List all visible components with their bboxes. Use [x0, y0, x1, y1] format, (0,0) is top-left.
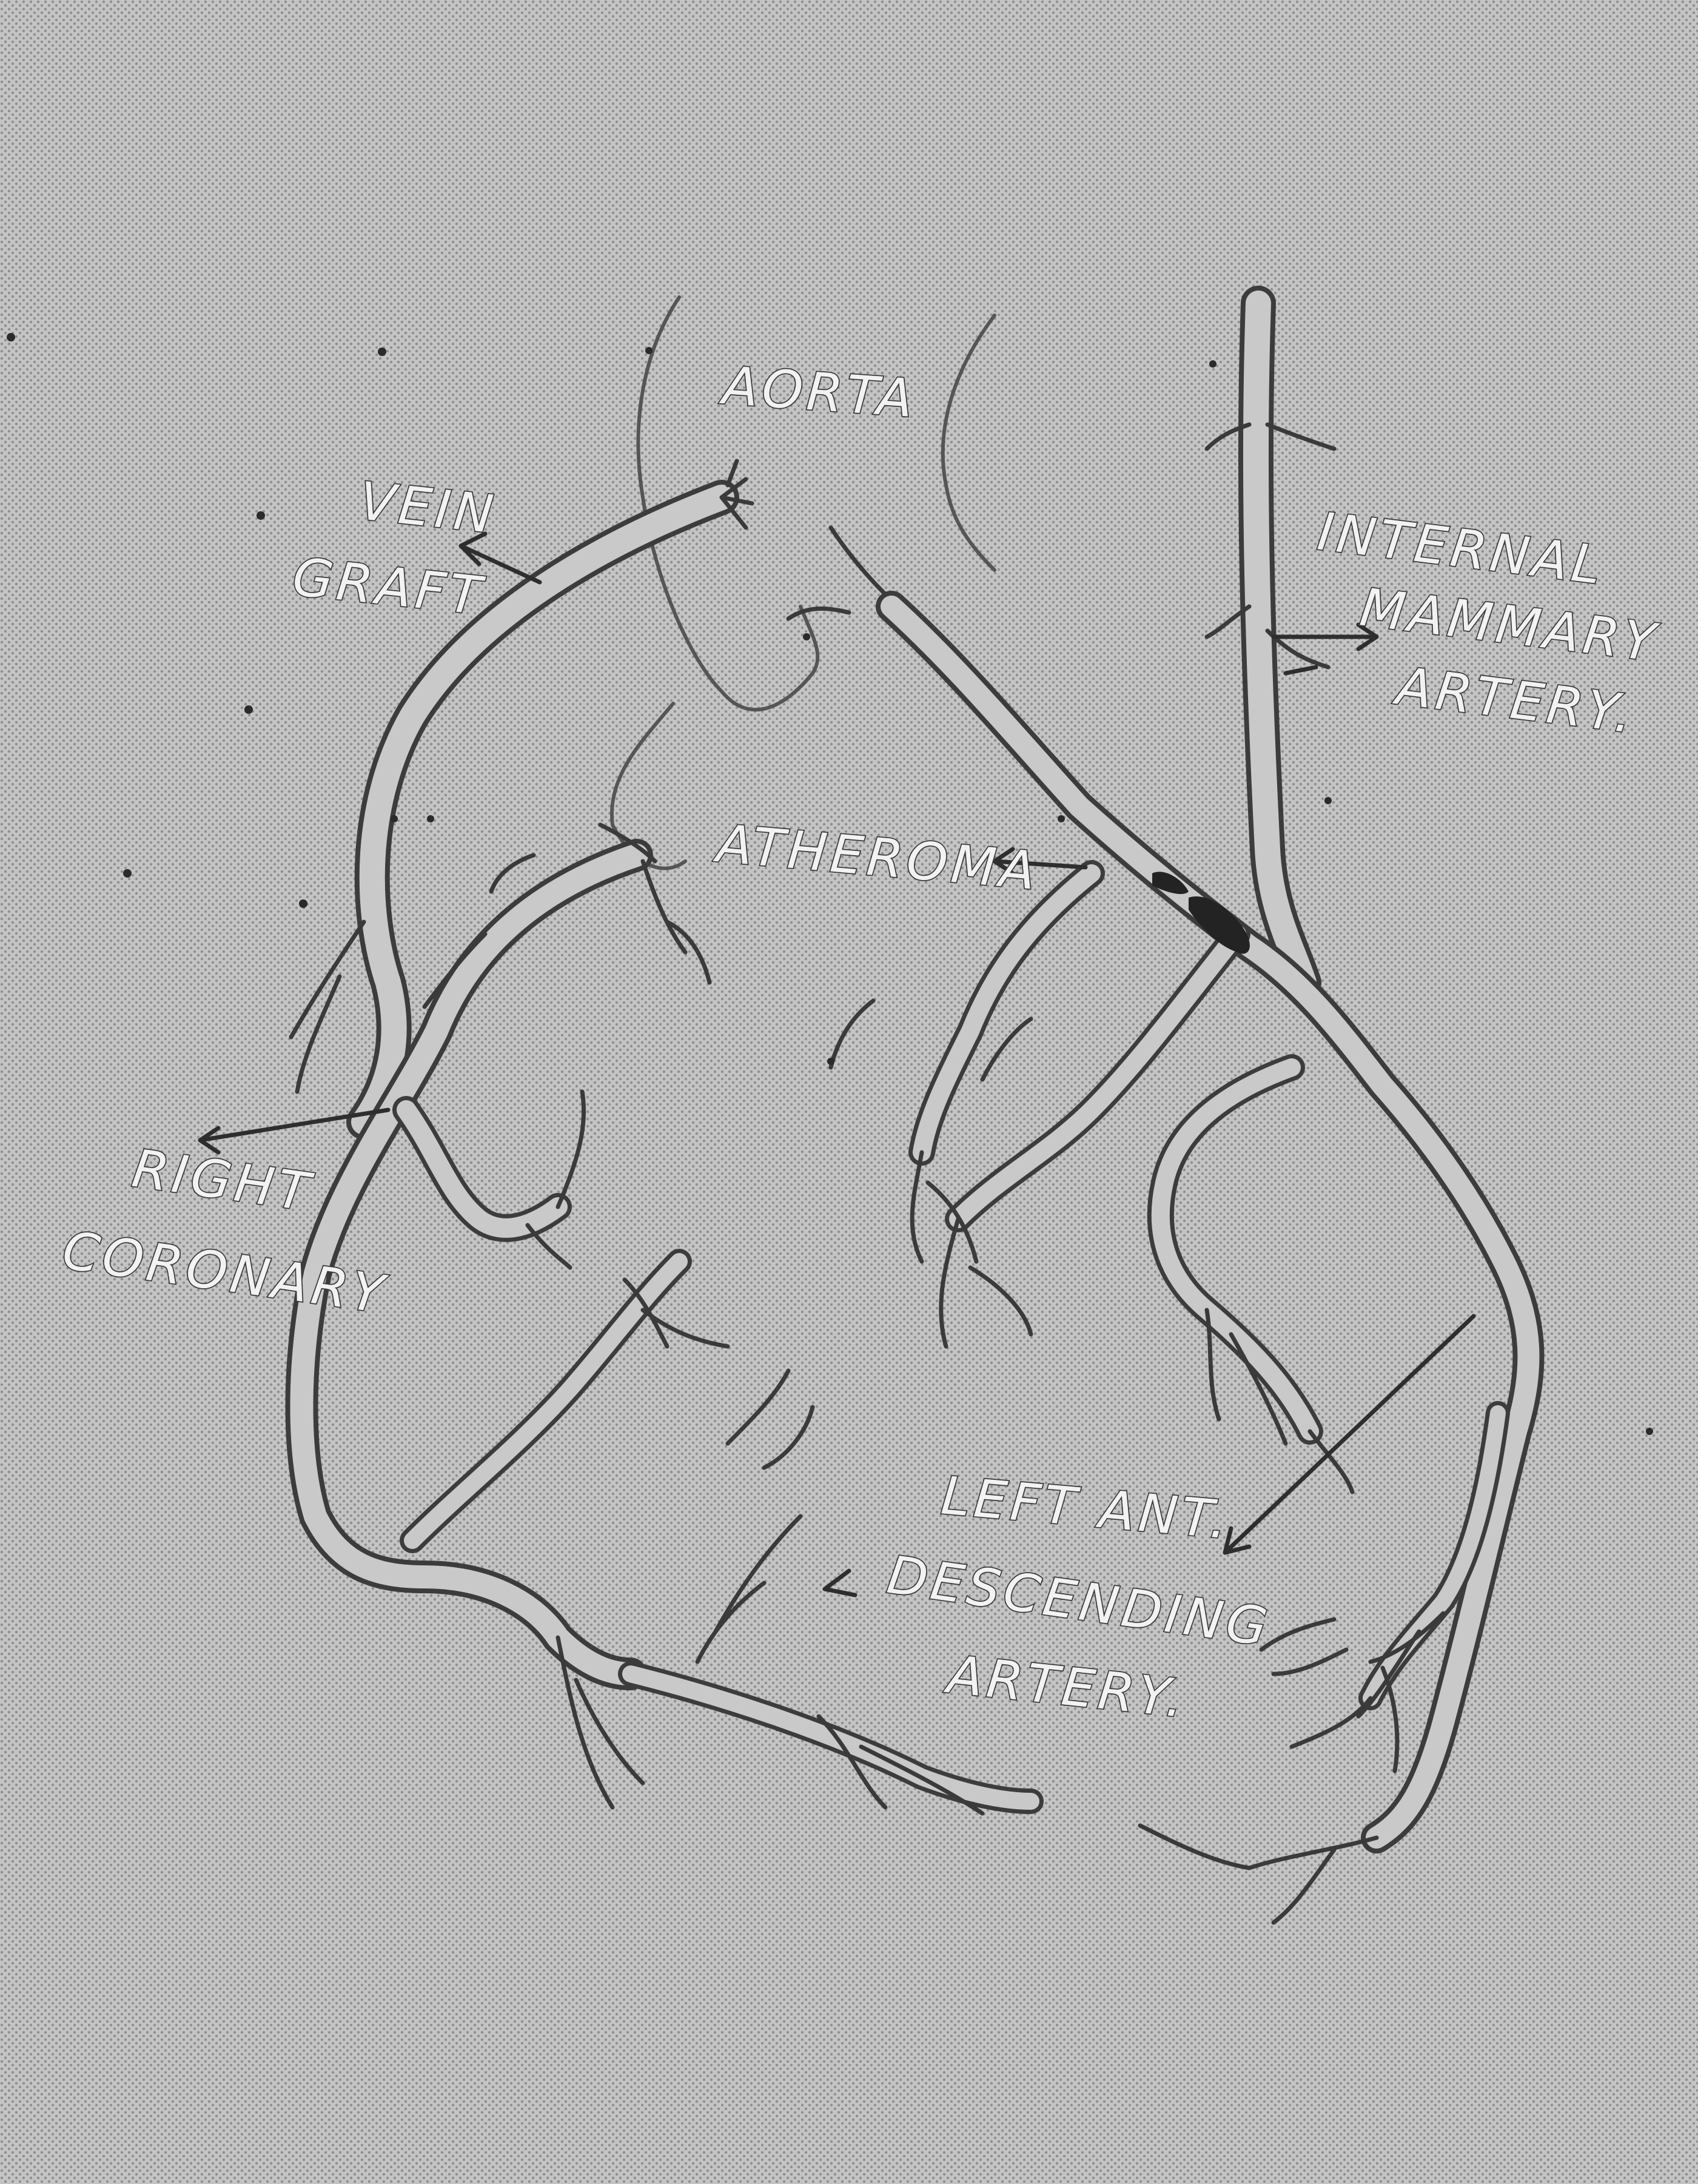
halftone-background	[0, 0, 1698, 2184]
coronary-bypass-diagram: AORTA VEIN GRAFT INTERNAL MAMMARY ARTERY…	[0, 0, 1698, 2184]
diagram-sheet: AORTA VEIN GRAFT INTERNAL MAMMARY ARTERY…	[0, 0, 1698, 2184]
